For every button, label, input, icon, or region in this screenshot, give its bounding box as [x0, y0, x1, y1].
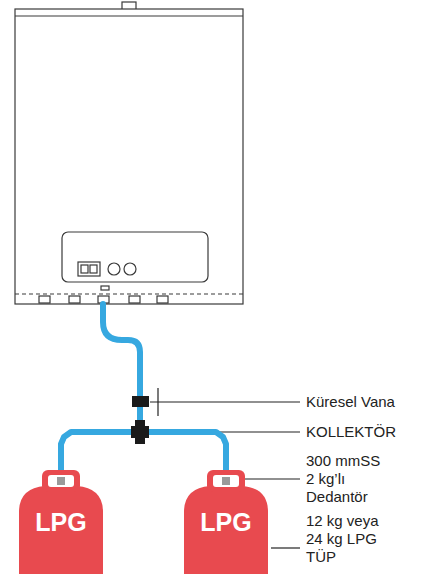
pipe-fitting	[129, 296, 140, 303]
panel-button	[101, 286, 109, 290]
casing-base-line	[15, 293, 243, 294]
lpg-cylinder: LPG	[13, 466, 109, 574]
cylinder-body	[184, 486, 268, 574]
guard-opening	[48, 475, 74, 487]
leader-line	[271, 547, 300, 548]
control-panel	[62, 232, 208, 282]
lpg-cylinder: LPG	[178, 466, 274, 574]
leader-line	[150, 401, 300, 402]
control-knob	[124, 263, 136, 275]
leader-line	[236, 478, 300, 479]
callout-label: KOLLEKTÖR	[306, 423, 421, 441]
pipe-fitting	[39, 296, 50, 303]
cylinder-label: LPG	[200, 510, 251, 535]
collector-tee	[135, 420, 145, 444]
valve-guard	[207, 470, 245, 492]
callout-label: Küresel Vana	[306, 393, 421, 411]
leader-line	[157, 388, 158, 416]
display-segment	[90, 265, 97, 273]
control-knob	[108, 263, 120, 275]
boiler-casing	[15, 9, 243, 304]
display-screen	[78, 262, 100, 276]
pipe-fitting	[69, 296, 80, 303]
cylinder-label: LPG	[35, 510, 86, 535]
ball-valve	[132, 396, 149, 407]
callout-label: 300 mmSS 2 kg’lı Dedantör	[306, 452, 388, 506]
gas-pipe	[103, 304, 140, 432]
callout-label: 12 kg veya 24 kg LPG TÜP	[306, 512, 388, 566]
casing-rim	[15, 15, 243, 16]
valve-guard	[42, 470, 80, 492]
pipe-fitting	[157, 296, 168, 303]
cylinder-valve	[57, 477, 65, 485]
guard-opening	[213, 475, 239, 487]
cylinder-body	[19, 486, 103, 574]
cylinder-valve	[222, 477, 230, 485]
boiler	[15, 2, 243, 304]
display-segment	[81, 265, 88, 273]
